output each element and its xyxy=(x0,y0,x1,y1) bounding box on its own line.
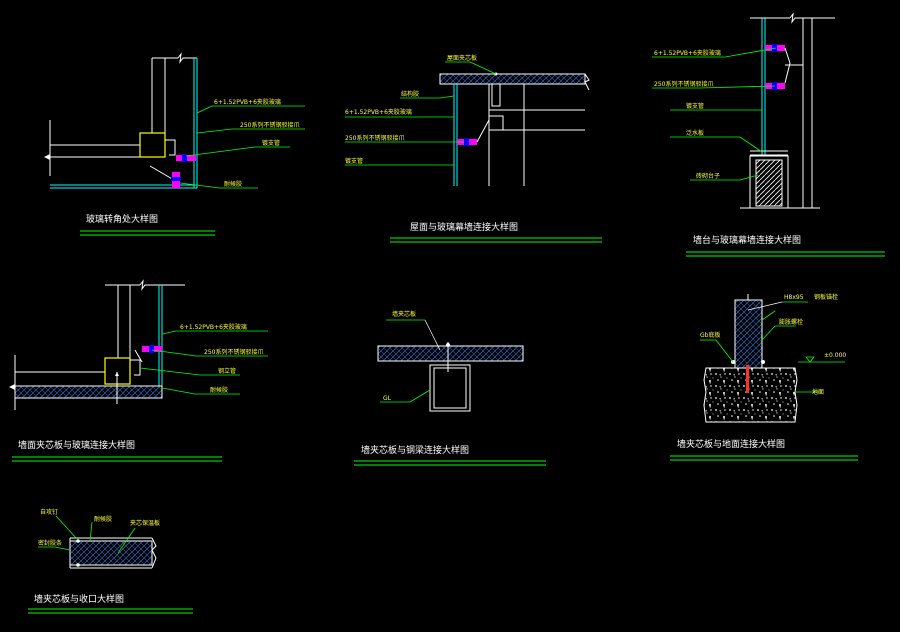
label: 自攻钉 xyxy=(40,508,58,516)
label: 镀支管 xyxy=(686,102,704,110)
label: 6+1.52PVB+6夹胶玻璃 xyxy=(345,108,412,116)
label: 钢立管 xyxy=(218,367,236,375)
label: 6+1.52PVB+6夹胶玻璃 xyxy=(180,323,247,331)
label: ±0.000 xyxy=(824,352,846,359)
label: 钢板锚栓 xyxy=(814,293,838,301)
detail-title: 玻璃转角处大样图 xyxy=(86,213,158,225)
detail-glass-corner: 6+1.52PVB+6夹胶玻璃 250系列不锈钢驳接爪 镀支管 耐候胶 玻璃转角… xyxy=(44,52,305,236)
label: 6+1.52PVB+6夹胶玻璃 xyxy=(214,98,281,106)
detail-title: 墙夹芯板与收口大样图 xyxy=(34,593,124,605)
detail-title: 墙台与玻璃幕墙连接大样图 xyxy=(693,234,801,246)
detail-title: 墙夹芯板与钢梁连接大样图 xyxy=(361,444,469,456)
label: 结构胶 xyxy=(401,90,419,98)
label: 密封胶条 xyxy=(38,539,62,547)
label: 耐候胶 xyxy=(224,180,242,188)
detail-wall-panel-closure: 自攻钉 耐候胶 夹芯保温板 密封胶条 墙夹芯板与收口大样图 xyxy=(28,508,193,614)
label: 镀支管 xyxy=(262,139,280,147)
label: 镀支管 xyxy=(345,157,363,165)
detail-title: 墙面夹芯板与玻璃连接大样图 xyxy=(18,439,135,451)
label: 耐候胶 xyxy=(210,386,228,394)
detail-title: 屋面与玻璃幕墙连接大样图 xyxy=(410,221,518,233)
label: 250系列不锈钢驳接爪 xyxy=(204,348,263,356)
detail-wall-panel-floor: H8x95 钢板锚栓 膨胀螺栓 Gb底板 ±0.000 地面 墙夹芯板与地面连接… xyxy=(670,293,858,461)
label: 墙夹芯板 xyxy=(392,310,416,318)
label: 膨胀螺栓 xyxy=(779,318,803,326)
label: 250系列不锈钢驳接爪 xyxy=(654,80,713,88)
label: 泛水板 xyxy=(686,129,704,137)
label: 6+1.52PVB+6夹胶玻璃 xyxy=(654,49,721,57)
detail-title: 墙夹芯板与地面连接大样图 xyxy=(677,438,785,450)
detail-wall-panel-glass: 6+1.52PVB+6夹胶玻璃 250系列不锈钢驳接爪 钢立管 耐候胶 墙面夹芯… xyxy=(9,279,268,462)
detail-roof-curtain-wall: 屋面夹芯板 结构胶 6+1.52PVB+6夹胶玻璃 250系列不锈钢驳接爪 镀支… xyxy=(345,54,602,243)
label: 砖砌台子 xyxy=(696,172,720,180)
label: H8x95 xyxy=(784,294,804,301)
label: 耐候胶 xyxy=(94,515,112,523)
label: 屋面夹芯板 xyxy=(447,54,477,62)
detail-sill-curtain-wall: 6+1.52PVB+6夹胶玻璃 250系列不锈钢驳接爪 镀支管 泛水板 砖砌台子… xyxy=(652,12,885,257)
label: 250系列不锈钢驳接爪 xyxy=(345,134,404,142)
detail-wall-panel-beam: 墙夹芯板 GL 墙夹芯板与钢梁连接大样图 xyxy=(354,310,546,466)
label: 夹芯保温板 xyxy=(130,519,160,527)
label: Gb底板 xyxy=(700,331,720,339)
label: GL xyxy=(383,395,392,402)
label: 地面 xyxy=(812,388,824,396)
label: 250系列不锈钢驳接爪 xyxy=(240,121,299,129)
